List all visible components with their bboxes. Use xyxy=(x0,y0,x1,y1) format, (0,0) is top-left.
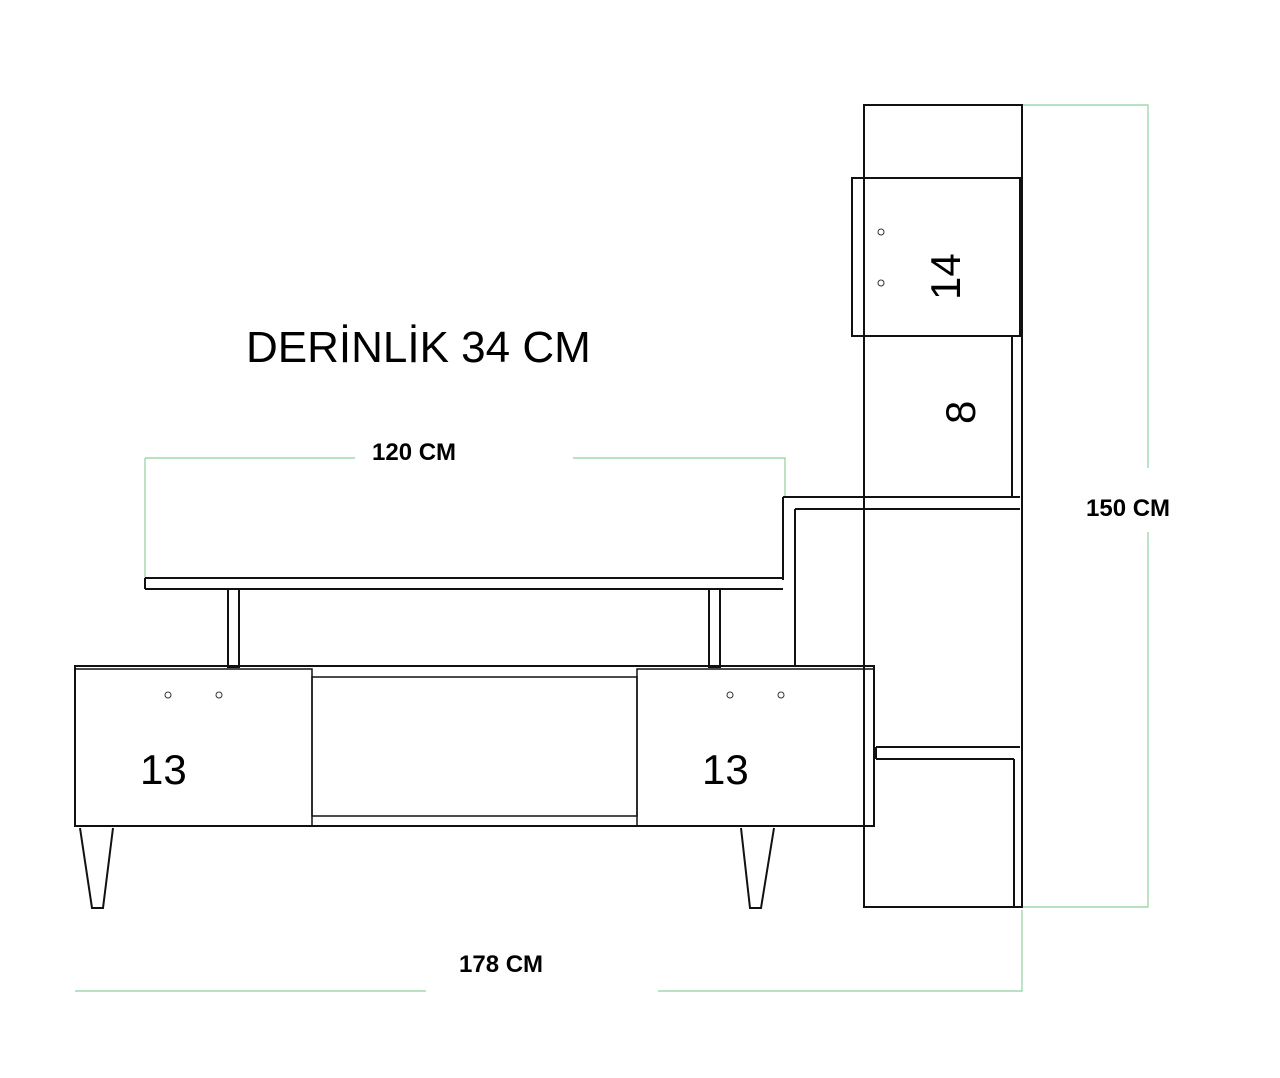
legs xyxy=(79,827,775,909)
width-dimension: 178 CM xyxy=(75,910,1023,992)
width-label: 178 CM xyxy=(459,951,543,978)
depth-title: DERİNLİK 34 CM xyxy=(246,323,591,372)
height-dimension: 150 CM xyxy=(1023,104,1170,908)
wall-upper-number: 14 xyxy=(922,253,969,300)
top-width-label: 120 CM xyxy=(372,439,456,466)
tv-cabinet: 13 13 xyxy=(74,665,875,827)
right-drawer-number: 13 xyxy=(702,746,749,793)
top-width-dimension: 120 CM xyxy=(144,439,786,580)
top-shelf xyxy=(144,577,783,668)
height-label: 150 CM xyxy=(1086,495,1170,522)
wall-middle-number: 8 xyxy=(937,401,984,424)
wall-unit: 14 8 xyxy=(782,104,1023,908)
left-drawer-number: 13 xyxy=(140,746,187,793)
